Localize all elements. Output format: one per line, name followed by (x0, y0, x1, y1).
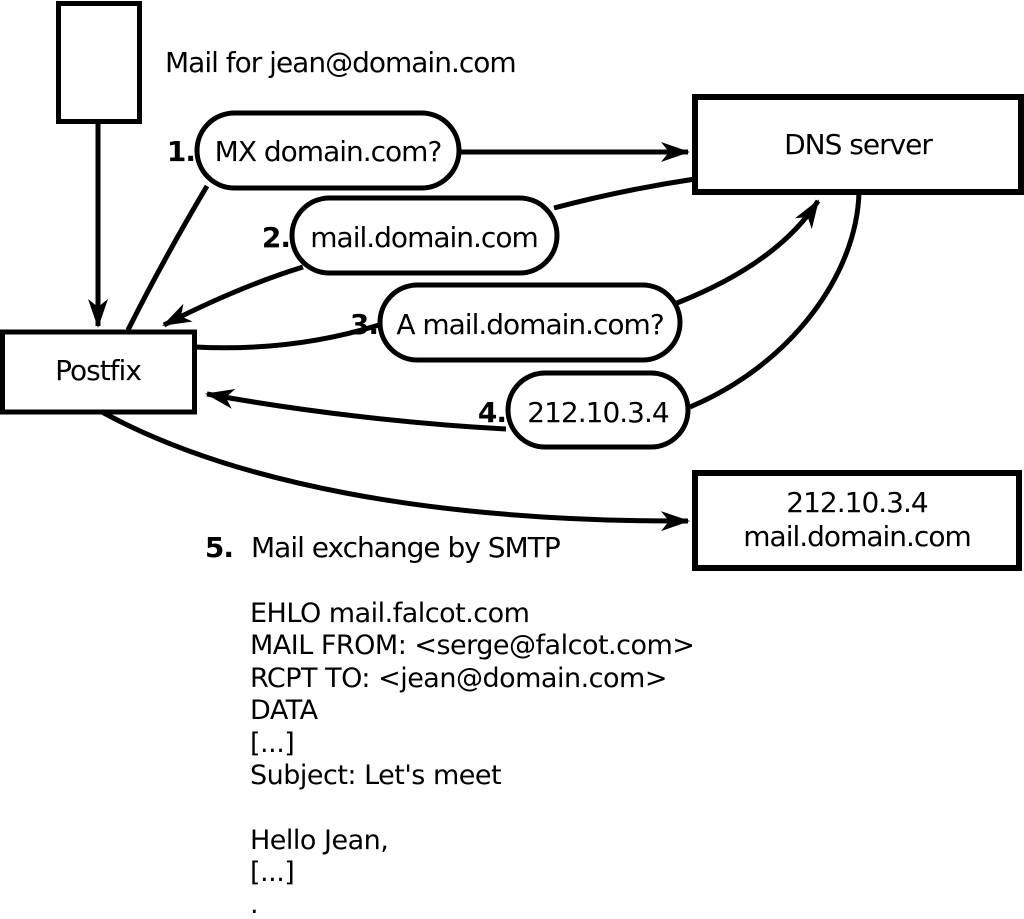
smtp-line: Subject: Let's meet (250, 760, 501, 791)
mail-for-label: Mail for jean@domain.com (165, 46, 516, 79)
postfix-label: Postfix (55, 354, 141, 387)
smtp-line: MAIL FROM: <serge@falcot.com> (250, 630, 694, 661)
edge-dns-to-answer4 (689, 191, 862, 410)
mail-message-node (56, 1, 142, 124)
smtp-line: EHLO mail.falcot.com (250, 598, 529, 629)
smtp-line: [...] (250, 857, 294, 888)
query1-label: MX domain.com? (215, 135, 442, 168)
dns-server-node (692, 94, 1024, 195)
answer2-pill (289, 195, 560, 276)
answer2-label: mail.domain.com (310, 221, 537, 254)
smtp-line: . (250, 889, 258, 919)
edge-query3-to-dns-arrow (676, 199, 821, 306)
query3-label: A mail.domain.com? (396, 308, 663, 341)
smtp-line: RCPT TO: <jean@domain.com> (250, 663, 667, 694)
mail-server-node (692, 470, 1022, 571)
dns-server-label: DNS server (784, 128, 933, 161)
postfix-node (0, 329, 197, 415)
edge-postfix-to-query3 (194, 322, 380, 351)
edge-answer2-to-postfix-arrow (162, 264, 304, 328)
smtp-line: Hello Jean, (250, 825, 388, 856)
step5-label: Mail exchange by SMTP (251, 531, 560, 564)
answer4-label: 212.10.3.4 (527, 396, 669, 429)
smtp-line: [...] (250, 728, 294, 759)
step4-number: 4. (478, 396, 506, 429)
step3-number: 3. (350, 308, 378, 341)
edge-answer4-to-postfix-arrow (205, 389, 507, 432)
step2-number: 2. (262, 221, 290, 254)
step1-number: 1. (167, 135, 195, 168)
answer4-pill (505, 370, 691, 450)
step5-number: 5. (205, 531, 233, 564)
edge-postfix-to-query1 (125, 184, 210, 332)
query1-pill (194, 110, 462, 191)
smtp-line: DATA (250, 695, 319, 726)
query3-pill (377, 282, 683, 363)
mail-server-ip-label: 212.10.3.4 (786, 486, 928, 519)
smtp-session-text: EHLO mail.falcot.com MAIL FROM: <serge@f… (250, 598, 695, 919)
edge-dns-to-answer2 (553, 176, 696, 211)
edge-postfix-to-mailserver-arrow (100, 409, 690, 532)
mail-server-host-label: mail.domain.com (743, 520, 970, 553)
